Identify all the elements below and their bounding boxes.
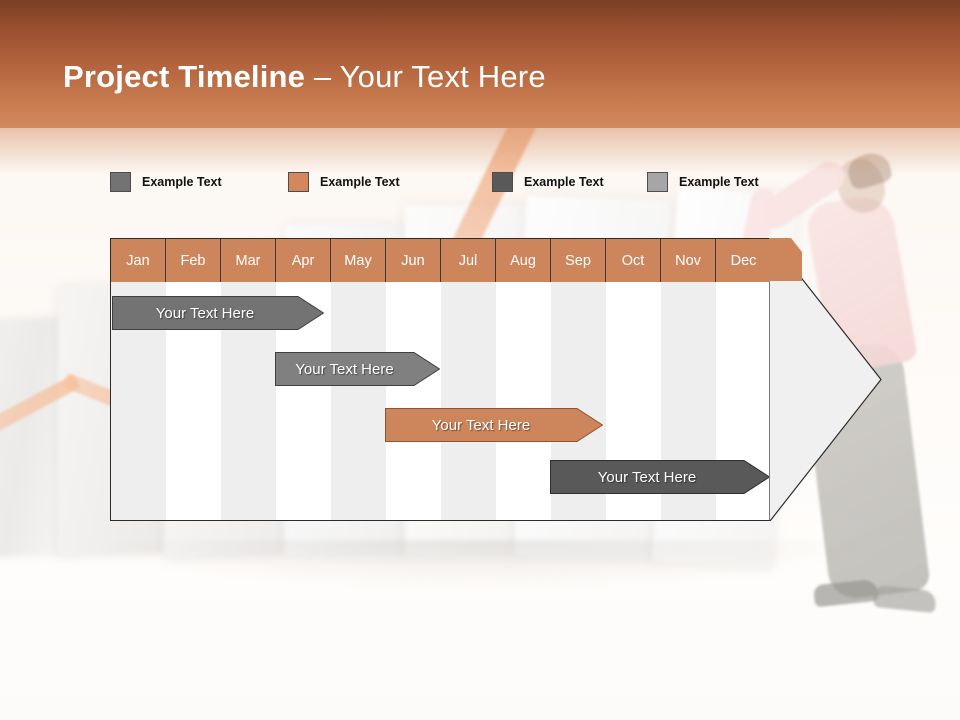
legend-label: Example Text xyxy=(524,175,604,189)
task-bar-shape xyxy=(385,408,603,442)
month-cell-jul[interactable]: Jul xyxy=(441,239,496,282)
month-cell-apr[interactable]: Apr xyxy=(276,239,331,282)
legend-swatch-icon xyxy=(288,172,309,192)
legend-item-1: Example Text xyxy=(110,170,222,194)
legend-swatch-icon xyxy=(492,172,513,192)
page-title: Project Timeline – Your Text Here xyxy=(63,59,546,95)
task-bar-4[interactable]: Your Text Here xyxy=(550,460,770,494)
task-bar-shape xyxy=(112,296,324,330)
task-bar-3[interactable]: Your Text Here xyxy=(385,408,603,442)
task-bar-1[interactable]: Your Text Here xyxy=(112,296,324,330)
month-cell-jan[interactable]: Jan xyxy=(111,239,166,282)
month-cell-dec[interactable]: Dec xyxy=(716,239,771,282)
month-cell-aug[interactable]: Aug xyxy=(496,239,551,282)
month-cell-jun[interactable]: Jun xyxy=(386,239,441,282)
month-cell-mar[interactable]: Mar xyxy=(221,239,276,282)
background-block-shadow xyxy=(100,540,860,590)
task-bar-shape xyxy=(550,460,770,494)
timeline-arrow-head xyxy=(769,238,882,521)
person-shoe xyxy=(873,584,937,614)
legend-item-2: Example Text xyxy=(288,170,400,194)
page-title-bold: Project Timeline xyxy=(63,59,306,94)
legend: Example Text Example Text Example Text Exam… xyxy=(110,170,810,194)
month-cell-feb[interactable]: Feb xyxy=(166,239,221,282)
arrow-head-shape xyxy=(769,238,882,521)
legend-label: Example Text xyxy=(142,175,222,189)
timeline-column-stripe xyxy=(221,239,276,520)
title-band-fade xyxy=(0,128,960,174)
month-cell-may[interactable]: May xyxy=(331,239,386,282)
legend-swatch-icon xyxy=(110,172,131,192)
page-title-regular: – Your Text Here xyxy=(305,59,546,94)
month-cell-oct[interactable]: Oct xyxy=(606,239,661,282)
month-cell-nov[interactable]: Nov xyxy=(661,239,716,282)
background-block xyxy=(0,317,65,558)
legend-label: Example Text xyxy=(320,175,400,189)
legend-item-3: Example Text xyxy=(492,170,604,194)
task-bar-shape xyxy=(275,352,440,386)
task-bar-2[interactable]: Your Text Here xyxy=(275,352,440,386)
month-cell-sep[interactable]: Sep xyxy=(551,239,606,282)
legend-swatch-icon xyxy=(647,172,668,192)
timeline-column-stripe xyxy=(111,239,166,520)
arrow-head-month-tail xyxy=(769,238,802,281)
timeline-column-stripe xyxy=(441,239,496,520)
legend-item-4: Example Text xyxy=(647,170,759,194)
title-band xyxy=(0,0,960,128)
legend-label: Example Text xyxy=(679,175,759,189)
person-shoe xyxy=(813,578,879,608)
